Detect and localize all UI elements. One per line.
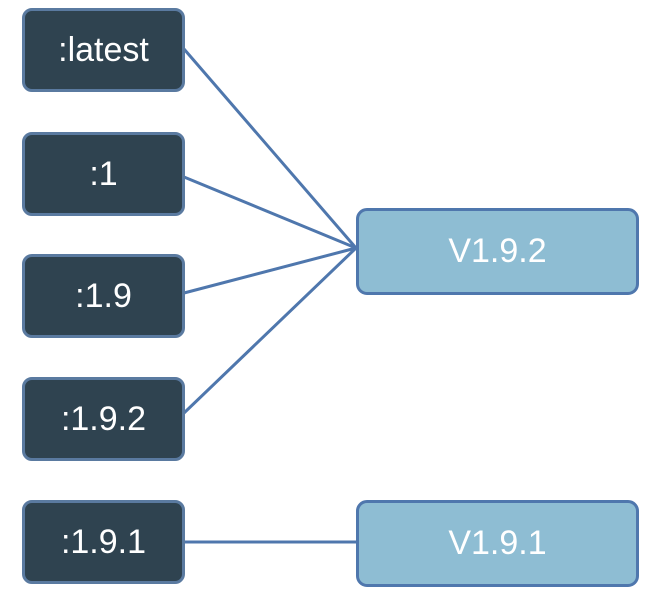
version-v1-9-2-label: V1.9.2 [448,232,547,270]
tag-1-9-1-label: :1.9.1 [60,522,147,561]
connector-19-to-v192 [182,246,358,295]
tag-1-9-1-box: :1.9.1 [22,500,185,584]
tag-1-9-2-box: :1.9.2 [22,377,185,461]
tag-1-9-box: :1.9 [22,254,185,338]
connector-1-to-v192 [182,175,358,250]
connector-192-to-v192 [182,246,358,415]
tag-1-9-2-label: :1.9.2 [60,399,147,438]
tag-1-9-label: :1.9 [75,276,132,315]
version-v1-9-1-box: V1.9.1 [356,500,639,587]
tag-latest-box: :latest [22,8,185,92]
version-v1-9-2-box: V1.9.2 [356,208,639,295]
connector-latest-to-v192 [182,47,358,250]
version-v1-9-1-label: V1.9.1 [448,524,547,562]
tag-1-box: :1 [22,132,185,216]
tag-1-label: :1 [89,154,118,193]
tag-latest-label: :latest [58,30,149,69]
